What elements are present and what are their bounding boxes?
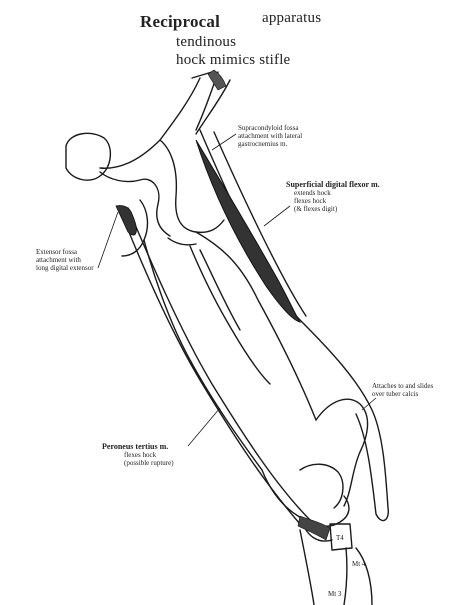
sdf-muscle-belly <box>196 140 300 322</box>
label-extensor-fossa: Extensor fossa attachment with long digi… <box>36 248 94 272</box>
title-line-3: hock mimics stifle <box>176 52 290 69</box>
peroneus-shading <box>116 205 136 235</box>
label-attaches-line-2: over tuber calcis <box>372 390 433 398</box>
label-sdf-line-1: extends hock <box>294 189 380 197</box>
title-line-2: tendinous <box>176 34 236 51</box>
pointer-peroneus <box>188 408 220 446</box>
label-sdf-line-2: flexes hock <box>294 197 380 205</box>
label-sdf: Superficial digital flexor m. extends ho… <box>286 180 380 213</box>
label-extensor-line-3: long digital extensor <box>36 264 94 272</box>
label-supracondyloid-line-2: attachment with lateral <box>238 132 302 140</box>
hock-tendon-shading <box>298 516 330 540</box>
label-peroneus-line-2: (possible rupture) <box>124 459 174 467</box>
metatarsal-4 <box>356 548 372 605</box>
tarsal-joint <box>300 464 343 508</box>
label-attaches-line-1: Attaches to and slides <box>372 382 433 390</box>
title-line-1-left: Reciprocal <box>140 12 220 32</box>
title-line-1-right: apparatus <box>262 10 321 27</box>
label-extensor-line-1: Extensor fossa <box>36 248 94 256</box>
label-peroneus-title: Peroneus tertius m. <box>102 442 174 451</box>
label-mt3: Mt 3 <box>328 590 341 598</box>
label-sdf-title: Superficial digital flexor m. <box>286 180 380 189</box>
label-mt4: Mt 4 <box>352 560 365 568</box>
label-sdf-line-3: (& flexes digit) <box>294 205 380 213</box>
metatarsal-3 <box>300 530 314 605</box>
metatarsal-3b <box>344 548 347 605</box>
femur-outline <box>100 78 200 168</box>
label-supracondyloid-line-3: gastrocnemius m. <box>238 140 302 148</box>
patella <box>66 133 110 180</box>
sdf-tendon-edge <box>214 132 306 316</box>
pointer-extensor <box>98 212 118 268</box>
top-tendon-shading <box>208 70 226 90</box>
peroneus-tertius-edge <box>128 208 312 522</box>
label-supracondyloid-line-1: Supracondyloid fossa <box>238 124 302 132</box>
label-supracondyloid: Supracondyloid fossa attachment with lat… <box>238 124 302 148</box>
label-extensor-line-2: attachment with <box>36 256 94 264</box>
label-t4: T4 <box>336 534 344 542</box>
label-attaches: Attaches to and slides over tuber calcis <box>372 382 433 398</box>
calcaneus <box>316 399 368 506</box>
tibia-crest <box>168 238 196 245</box>
pointer-attaches <box>362 398 376 410</box>
label-peroneus: Peroneus tertius m. flexes hock (possibl… <box>102 442 174 467</box>
label-peroneus-line-1: flexes hock <box>124 451 174 459</box>
